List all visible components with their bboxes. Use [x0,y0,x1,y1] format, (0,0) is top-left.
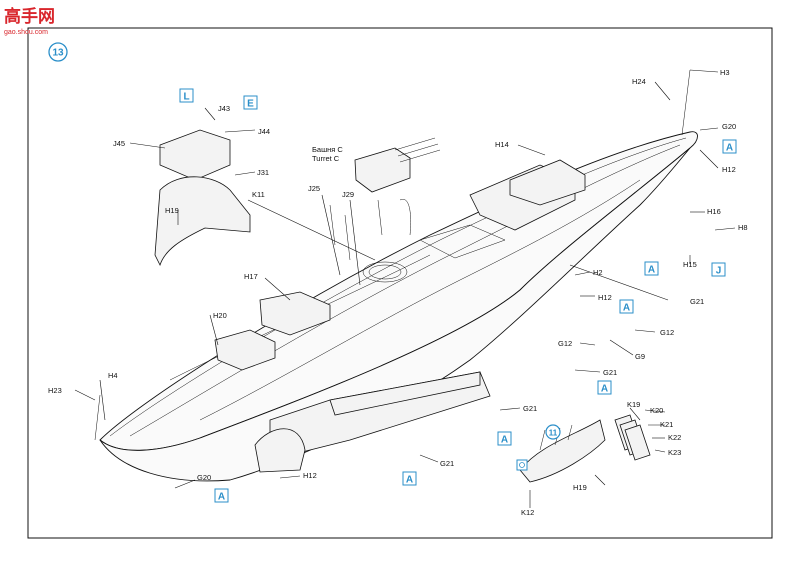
label-G21-right: G21 [690,297,704,306]
label-G9: G9 [635,352,645,361]
label-H2: H2 [593,268,603,277]
label-G21-lower: G21 [523,404,537,413]
watermark-domain: gao.shou.com [4,29,48,36]
label-J45: J45 [113,139,125,148]
callout-E: E [243,95,258,110]
label-H19-left: H19 [165,206,179,215]
substep-badge: 11 [516,424,561,471]
watermark-title: 高手网 [4,6,55,26]
label-H20: H20 [213,311,227,320]
page-frame [27,27,773,539]
svg-text:A: A [601,384,608,395]
step-badge: 13 [48,42,68,62]
label-H8: H8 [738,223,748,232]
svg-text:E: E [247,99,254,110]
callout-J: J [711,262,726,277]
label-H12-bottom: H12 [303,471,317,480]
bridge-subassembly [154,129,251,267]
label-G12-right: G12 [660,328,674,337]
svg-text:A: A [726,143,733,154]
label-J43: J43 [218,104,230,113]
svg-text:A: A [623,303,630,314]
callout-A3: A [619,299,634,314]
label-K19: K19 [627,400,640,409]
callout-A1: A [722,139,737,154]
label-H15: H15 [683,260,697,269]
svg-text:L: L [183,92,189,103]
ship-hull [94,69,698,482]
callout-boxes: L E A A J A A A A A [179,88,737,503]
ladder-parts [614,414,651,461]
label-G20-top: G20 [722,122,736,131]
label-G12-left: G12 [558,339,572,348]
callout-A6: A [402,471,417,486]
label-H12-mid: H12 [598,293,612,302]
callout-A7: A [214,488,229,503]
label-H12-top: H12 [722,165,736,174]
label-J31: J31 [257,168,269,177]
label-G20-bottom: G20 [197,473,211,482]
callout-A4: A [597,380,612,395]
label-K22: K22 [668,433,681,442]
label-G21-bottom: G21 [440,459,454,468]
label-H17: H17 [244,272,258,281]
svg-text:A: A [218,492,225,503]
label-J25: J25 [308,184,320,193]
label-K12: K12 [521,508,534,517]
step-number: 13 [52,48,64,59]
label-K20: K20 [650,406,663,415]
callout-A2: A [644,261,659,276]
label-K23: K23 [668,448,681,457]
label-J29: J29 [342,190,354,199]
watermark-logo: 高手网 gao.shou.com [4,6,55,36]
label-H4: H4 [108,371,118,380]
label-H14: H14 [495,140,509,149]
stern-part [519,419,606,483]
part-labels: H3 H24 G20 H12 H14 J43 J44 J45 J31 K11 H… [48,68,748,517]
label-K11: K11 [252,190,265,199]
svg-text:J: J [716,266,722,277]
callout-L: L [179,88,194,103]
label-H16: H16 [707,207,721,216]
label-G21-mid: G21 [603,368,617,377]
svg-text:A: A [406,475,413,486]
turret-label-en: Turret C [312,154,340,163]
svg-text:A: A [501,435,508,446]
label-K21: K21 [660,420,673,429]
turret-label-ru: Башня С [312,145,343,154]
turret-c-part: Башня С Turret C [312,137,441,193]
label-H3: H3 [720,68,730,77]
label-H19-bottom: H19 [573,483,587,492]
label-J44: J44 [258,127,270,136]
svg-text:A: A [648,265,655,276]
label-H23: H23 [48,386,62,395]
leader-lines [74,69,736,508]
substep-number: 11 [549,429,558,438]
label-H24: H24 [632,77,646,86]
callout-A5: A [497,431,512,446]
